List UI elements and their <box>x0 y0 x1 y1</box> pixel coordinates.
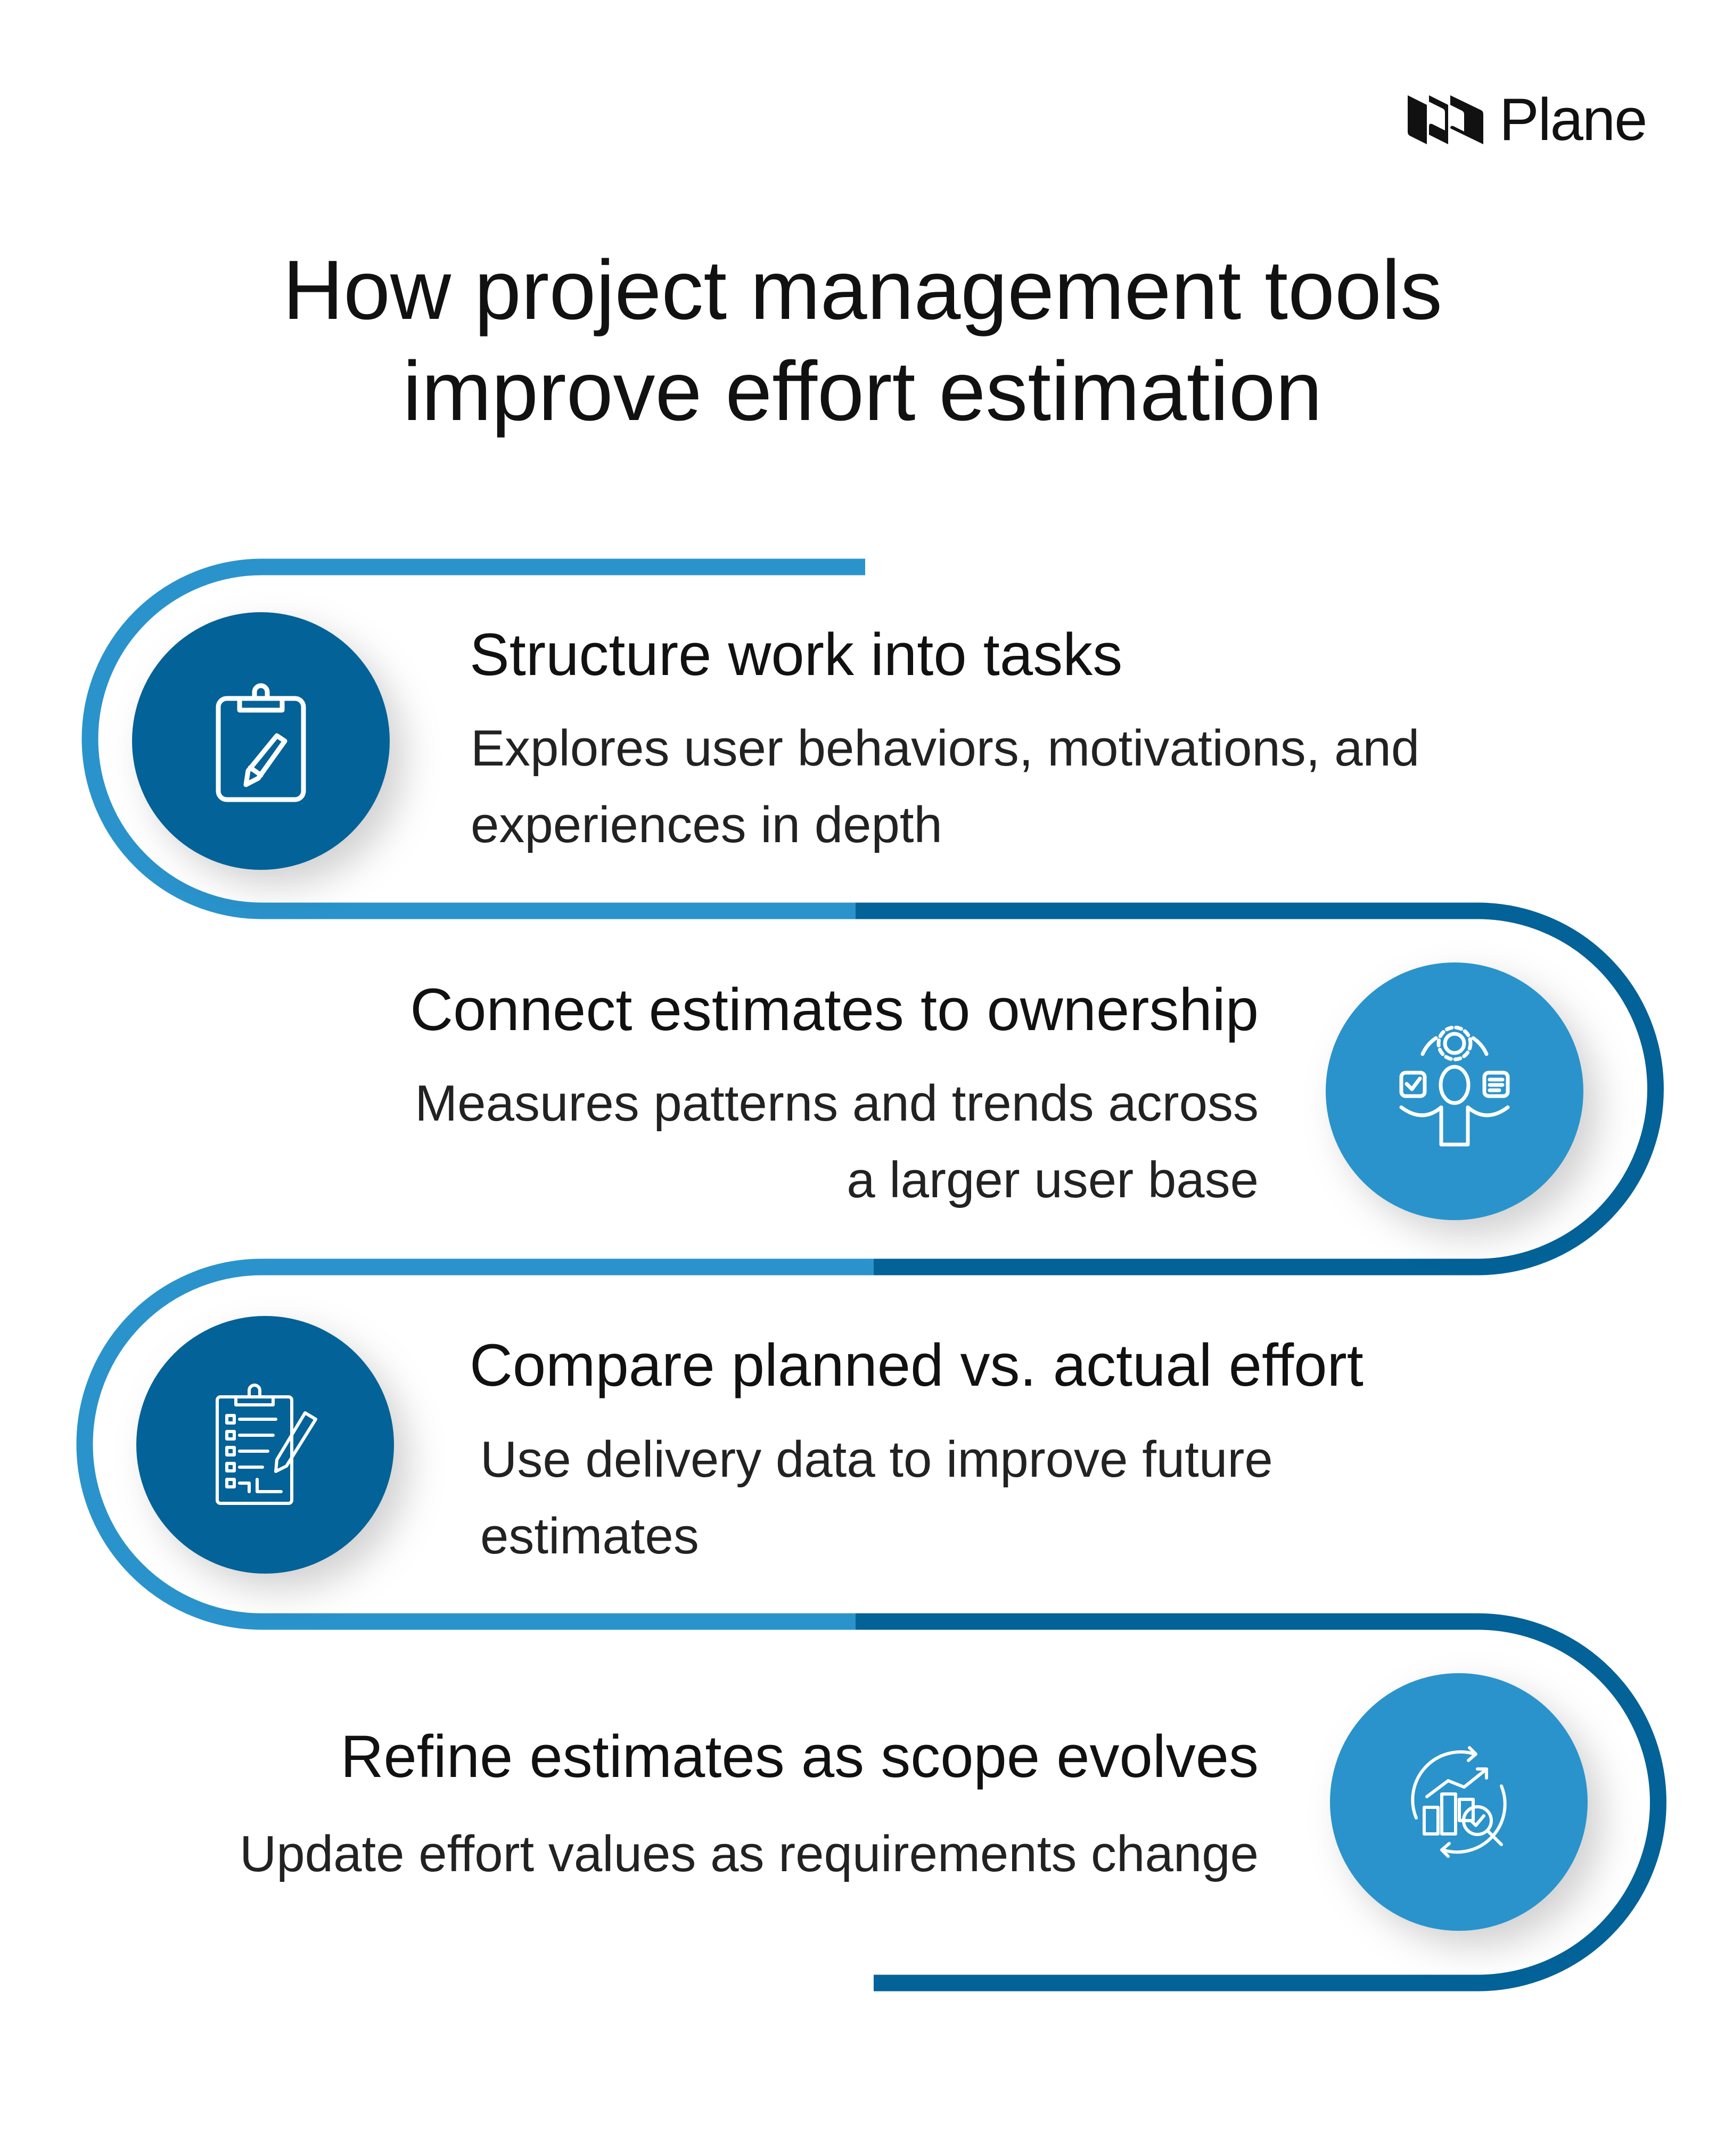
step-2-body: Measures patterns and trends across a la… <box>415 1065 1259 1219</box>
step-1-body-line: experiences in depth <box>471 796 942 853</box>
step-3-body-line: estimates <box>480 1508 699 1565</box>
step-2-heading: Connect estimates to ownership <box>410 976 1259 1043</box>
track-segment-3 <box>76 1258 874 1630</box>
step-2-body-line: Measures patterns and trends across <box>415 1075 1259 1132</box>
track-segment-4 <box>856 1613 1666 1992</box>
step-4-body-line: Update effort values as requirements cha… <box>239 1825 1259 1882</box>
chart-refresh-magnifier-icon <box>1411 1746 1507 1858</box>
step-3-body: Use delivery data to improve future esti… <box>480 1421 1273 1575</box>
page-title: How project management tools improve eff… <box>0 240 1725 442</box>
step-3-icon-circle <box>136 1316 394 1574</box>
title-line-2: improve effort estimation <box>402 344 1322 438</box>
step-4-heading: Refine estimates as scope evolves <box>340 1723 1259 1790</box>
plane-logo-icon <box>1408 95 1483 144</box>
title-line-1: How project management tools <box>283 243 1442 337</box>
brand-name: Plane <box>1499 86 1647 153</box>
step-1-icon-circle <box>132 612 390 870</box>
track-segment-1 <box>81 558 865 919</box>
step-1-heading: Structure work into tasks <box>470 621 1123 688</box>
clipboard-pencil-icon <box>216 683 306 802</box>
step-3-heading: Compare planned vs. actual effort <box>470 1332 1363 1398</box>
step-4-icon-circle <box>1330 1673 1588 1931</box>
step-4-body: Update effort values as requirements cha… <box>240 1816 1259 1892</box>
step-2-body-line: a larger user base <box>847 1151 1259 1208</box>
step-2-icon-circle <box>1326 962 1583 1220</box>
checklist-pencil-icon <box>216 1384 317 1505</box>
step-3-body-line: Use delivery data to improve future <box>480 1431 1273 1488</box>
track-segment-2 <box>856 902 1664 1276</box>
person-gear-icon <box>1399 1025 1510 1147</box>
step-1-body: Explores user behaviors, motivations, an… <box>471 710 1419 863</box>
step-1-body-line: Explores user behaviors, motivations, an… <box>471 720 1420 777</box>
brand-logo: Plane <box>1406 85 1647 154</box>
